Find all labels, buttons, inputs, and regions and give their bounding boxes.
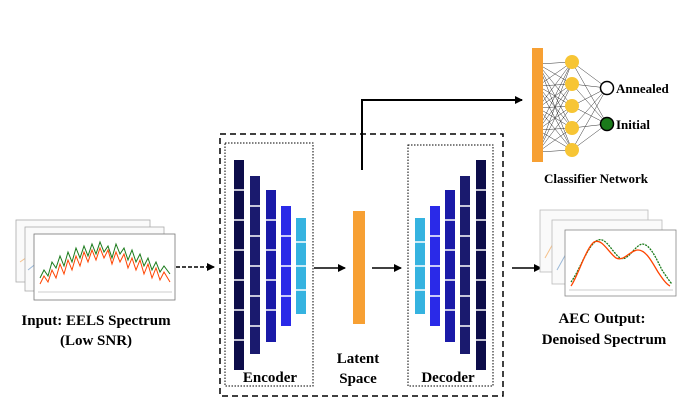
classifier-input-bar	[532, 48, 543, 162]
output-denoised-red	[570, 240, 671, 287]
latent-space-bar	[353, 211, 365, 324]
encoder-layer-5	[296, 218, 306, 314]
initial-label: Initial	[616, 117, 650, 132]
classifier-label: Classifier Network	[544, 171, 649, 186]
classifier-hidden-node	[565, 77, 579, 91]
classifier-network	[532, 48, 615, 162]
output-label-line2: Denoised Spectrum	[542, 332, 667, 348]
encoder-layer-4	[281, 206, 291, 326]
input-noisy-red	[39, 246, 171, 285]
decoder-layer-1	[415, 218, 425, 314]
input-label-line2: (Low SNR)	[60, 333, 132, 349]
encoder-layer-1	[234, 160, 244, 370]
encoder-box	[224, 142, 314, 387]
input-label-line1: Input: EELS Spectrum	[21, 313, 171, 329]
output-plot-front	[564, 229, 677, 297]
encoder-layers	[234, 160, 306, 370]
classifier-hidden-node	[565, 55, 579, 69]
latent-label-line1: Latent	[337, 351, 380, 367]
initial-output-node	[599, 116, 615, 132]
encoder-layer-2	[250, 176, 260, 354]
decoder-box	[407, 144, 494, 387]
decoder-layer-3	[445, 190, 455, 342]
classifier-hidden-node	[565, 99, 579, 113]
classifier-hidden-node	[565, 143, 579, 157]
input-spectrum-stack	[15, 219, 176, 301]
output-spectrum-stack	[539, 209, 677, 297]
decoder-layer-5	[476, 160, 486, 370]
output-label-line1: AEC Output:	[558, 311, 645, 327]
decoder-layers	[415, 160, 486, 370]
input-noisy-green	[39, 240, 171, 279]
decoder-layer-4	[460, 176, 470, 354]
annealed-label: Annealed	[616, 81, 670, 96]
encoder-layer-3	[266, 190, 276, 342]
latent-to-classifier-arrow	[361, 96, 523, 170]
annealed-output-node	[599, 80, 615, 96]
decoder-label: Decoder	[421, 370, 475, 386]
encoder-label: Encoder	[243, 370, 298, 386]
latent-label-line2: Space	[339, 371, 377, 387]
classifier-hidden-node	[565, 121, 579, 135]
decoder-layer-2	[430, 206, 440, 326]
